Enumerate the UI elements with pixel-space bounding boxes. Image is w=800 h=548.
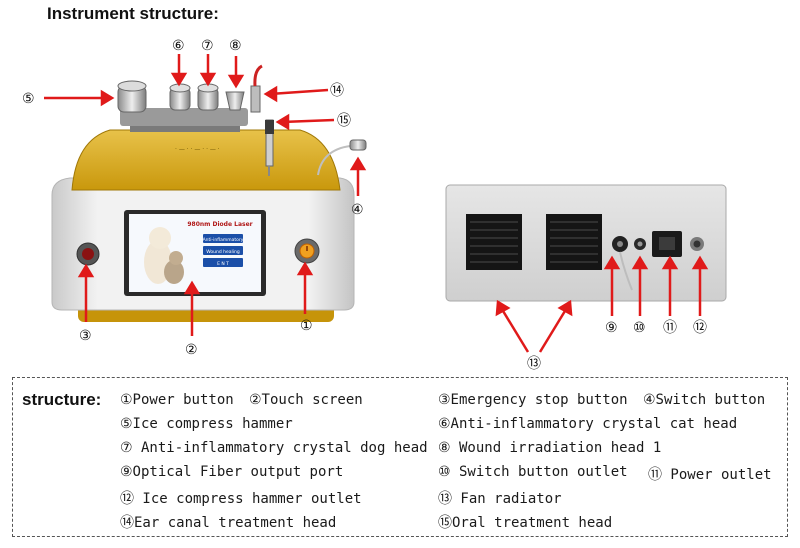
legend-item-13: ⑬ Fan radiator bbox=[438, 491, 562, 507]
emergency-stop-button[interactable] bbox=[76, 242, 100, 266]
wound-irradiation-head bbox=[225, 91, 245, 111]
callout-4: ④ bbox=[351, 202, 364, 218]
handpiece-holder-tray bbox=[120, 108, 248, 126]
svg-text:· — · · — · · — ·: · — · · — · · — · bbox=[175, 146, 220, 153]
screen-button-1[interactable] bbox=[203, 234, 243, 243]
legend-item-1: ①Power button bbox=[120, 392, 234, 408]
legend-item-14: ⑭Ear canal treatment head bbox=[120, 515, 337, 531]
legend-item-3: ③Emergency stop button bbox=[438, 392, 628, 408]
callout-3: ③ bbox=[79, 328, 92, 344]
callout-11: ⑪ bbox=[663, 320, 677, 336]
legend-item-12: ⑫ Ice compress hammer outlet bbox=[120, 491, 362, 507]
legend-item-15: ⑮Oral treatment head bbox=[438, 515, 613, 531]
legend-heading: structure: bbox=[22, 390, 102, 409]
screen-button-3-label: E N T bbox=[217, 261, 229, 267]
device-top-cover bbox=[71, 129, 341, 191]
switch-cable bbox=[317, 139, 367, 176]
legend-item-10: ⑩ Switch button outlet bbox=[438, 464, 628, 480]
callout-10: ⑩ bbox=[633, 320, 646, 336]
legend-item-4: ④Switch button bbox=[643, 392, 766, 408]
callout-14: ⑭ bbox=[330, 83, 344, 99]
callout-1: ① bbox=[300, 318, 313, 334]
ice-hammer-outlet bbox=[690, 237, 704, 251]
cat-head-probe bbox=[169, 83, 191, 111]
screen-title: 980nm Diode Laser bbox=[187, 221, 252, 228]
screen-button-2[interactable] bbox=[203, 246, 243, 255]
screen-button-3[interactable] bbox=[203, 258, 243, 267]
callout-8: ⑧ bbox=[229, 38, 242, 54]
callout-labels: ① ② ③ ④ ⑤ ⑥ ⑦ ⑧ ⑨ ⑩ ⑪ ⑫ ⑬ ⑭ ⑮ bbox=[22, 38, 707, 370]
callout-7: ⑦ bbox=[201, 38, 214, 54]
device-front: · — · · — · · — · bbox=[51, 64, 367, 322]
callout-5: ⑤ bbox=[22, 91, 35, 107]
legend-item-7: ⑦ Anti-inflammatory crystal dog head bbox=[120, 440, 428, 456]
pet-image bbox=[144, 227, 184, 284]
fan-radiator-left bbox=[466, 214, 522, 270]
power-outlet bbox=[652, 231, 682, 257]
fiber-output-port bbox=[612, 236, 633, 291]
switch-button-outlet bbox=[634, 238, 646, 250]
callout-12: ⑫ bbox=[693, 320, 707, 336]
legend-item-9: ⑨Optical Fiber output port bbox=[120, 464, 344, 480]
callout-15: ⑮ bbox=[337, 113, 351, 129]
fan-radiator-right bbox=[546, 214, 602, 270]
screen-button-2-label: Wound healing bbox=[206, 249, 240, 255]
device-rear-panel bbox=[445, 184, 727, 302]
callout-13: ⑬ bbox=[527, 356, 541, 370]
legend-box: structure: ①Power button ②Touch screen ③… bbox=[12, 377, 788, 537]
callout-arrows bbox=[44, 54, 709, 353]
diagram-title: Instrument structure: bbox=[47, 4, 219, 23]
oral-treatment-head bbox=[265, 119, 274, 176]
callout-2: ② bbox=[185, 342, 198, 358]
screen-button-1-label: Anti-inflammatory bbox=[203, 237, 244, 243]
callout-9: ⑨ bbox=[605, 320, 618, 336]
legend-item-11: ⑪ Power outlet bbox=[648, 467, 772, 483]
legend-item-5: ⑤Ice compress hammer bbox=[120, 416, 293, 432]
legend-item-2: ②Touch screen bbox=[249, 392, 363, 408]
ear-canal-head bbox=[250, 64, 263, 113]
callout-6: ⑥ bbox=[172, 38, 185, 54]
power-button[interactable] bbox=[294, 238, 320, 264]
legend-item-6: ⑥Anti-inflammatory crystal cat head bbox=[438, 416, 738, 432]
legend-item-8: ⑧ Wound irradiation head 1 bbox=[438, 440, 662, 456]
instrument-diagram: · — · · — · · — · bbox=[22, 38, 727, 370]
dog-head-probe bbox=[197, 83, 219, 111]
ice-compress-hammer bbox=[117, 80, 147, 113]
